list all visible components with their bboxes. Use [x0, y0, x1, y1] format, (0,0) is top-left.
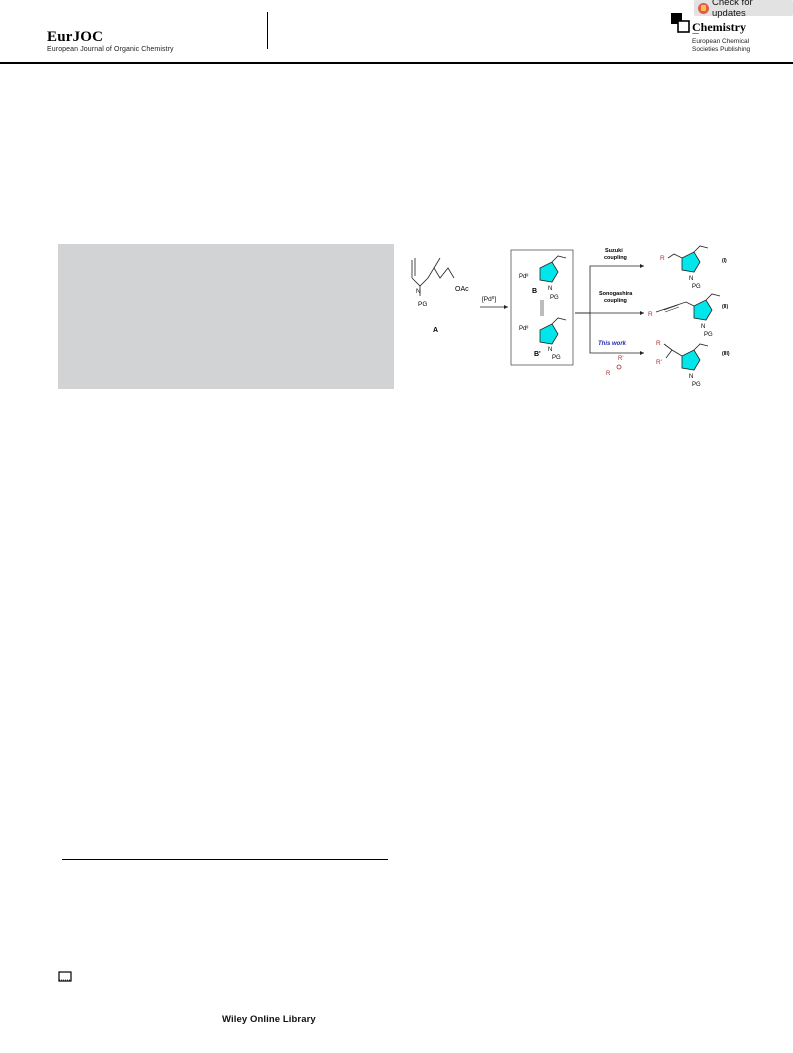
- route2-bottom: coupling: [604, 298, 627, 304]
- product2-ring: [693, 299, 713, 321]
- product3-pg: PG: [692, 382, 701, 388]
- reagent-label: [Pd⁰]: [482, 295, 496, 303]
- product1-r: R: [660, 255, 665, 262]
- starting-material-a: [411, 257, 455, 296]
- product2-r: R: [648, 311, 653, 318]
- product1-pg: PG: [692, 284, 701, 290]
- product2-label: (II): [722, 304, 728, 310]
- abstract-box: [58, 244, 394, 389]
- journal-subtitle: European Journal of Organic Chemistry: [47, 46, 174, 53]
- wiley-online-library-logo[interactable]: Wiley Online Library: [222, 1014, 316, 1025]
- chemistry-europe-logo-icon: [671, 13, 690, 33]
- product3-r-prime: R': [656, 359, 662, 366]
- intermediate-b-pg: PG: [550, 295, 559, 301]
- route1-bottom: coupling: [604, 255, 627, 261]
- start-oac-label: OAc: [455, 286, 469, 293]
- intermediate-b-prime-pg: PG: [552, 355, 561, 361]
- start-n-label: N: [416, 288, 421, 295]
- route2-top: Sonogashira: [599, 291, 633, 297]
- reaction-scheme: OAc N PG A [Pd⁰] Pdᴵᴵ N PG B Pdᴵᴵ N PG B…: [411, 245, 730, 388]
- intermediate-b-prime-label: B': [534, 351, 541, 358]
- check-for-updates-button[interactable]: Check for updates: [694, 0, 793, 19]
- document-icon: [58, 971, 72, 982]
- publisher-name: Chemistry Europe: [692, 12, 772, 34]
- route3-r: R: [606, 371, 611, 377]
- product3-n: N: [689, 374, 693, 380]
- product3-label: (III): [722, 351, 730, 357]
- product3-ring: [681, 349, 701, 371]
- intermediate-b-prime-ring: [539, 323, 559, 345]
- product2-n: N: [701, 324, 705, 330]
- product2-pg: PG: [704, 332, 713, 338]
- start-label-a: A: [433, 327, 438, 334]
- footnote-rule: [62, 859, 388, 860]
- product1-label: (I): [722, 258, 727, 264]
- header-divider: [267, 12, 268, 49]
- product1-ring: [681, 251, 701, 273]
- start-pg-label: PG: [418, 301, 427, 308]
- route3-label: This work: [598, 341, 627, 347]
- journal-title: EurJOC: [47, 29, 104, 45]
- publisher-description: European Chemical Societies Publishing: [692, 38, 750, 54]
- intermediate-b-ring: [539, 261, 559, 283]
- route3-r-prime: R': [618, 356, 623, 362]
- intermediate-b-prime-pd: Pdᴵᴵ: [519, 325, 528, 332]
- intermediate-b-pd: Pdᴵᴵ: [519, 273, 528, 280]
- header-rule: [0, 62, 793, 64]
- intermediate-b-label: B: [532, 288, 537, 295]
- product1-n: N: [689, 276, 693, 282]
- intermediate-b-prime-n: N: [548, 347, 552, 353]
- publisher-line-2: Societies Publishing: [692, 46, 751, 53]
- crossmark-icon: [698, 2, 709, 14]
- reaction-arrowhead: [504, 305, 508, 309]
- route1-top: Suzuki: [605, 248, 623, 254]
- publisher-line-1: European Chemical: [692, 38, 750, 45]
- check-for-updates-label: Check for updates: [711, 0, 753, 19]
- intermediate-b-n: N: [548, 286, 552, 292]
- product3-r: R: [656, 340, 661, 347]
- publisher-name-text: Chemistry Europe: [692, 20, 746, 34]
- route3-reagent-icon: [616, 364, 622, 370]
